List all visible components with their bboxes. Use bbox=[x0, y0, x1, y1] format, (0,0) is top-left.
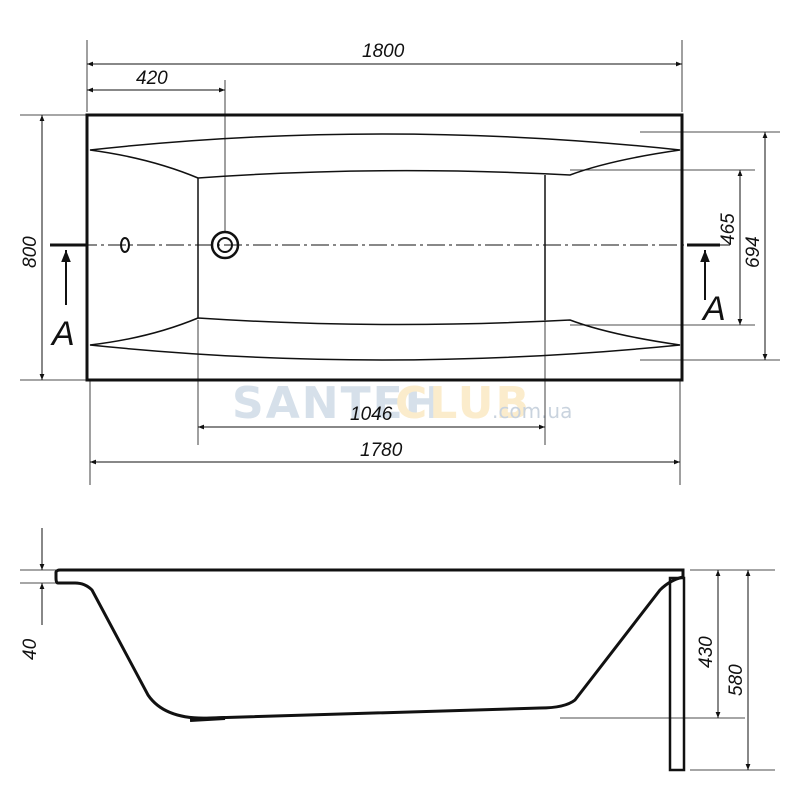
svg-text:694: 694 bbox=[743, 236, 764, 268]
svg-text:1800: 1800 bbox=[362, 41, 405, 62]
svg-text:.com.ua: .com.ua bbox=[492, 399, 572, 423]
overflow-icon bbox=[120, 237, 130, 253]
top-view-labels: 1800 420 800 694 465 1046 1780 A A bbox=[20, 41, 764, 461]
svg-text:580: 580 bbox=[726, 664, 747, 696]
svg-text:CLUB: CLUB bbox=[395, 378, 531, 429]
side-view bbox=[20, 528, 775, 772]
svg-text:40: 40 bbox=[20, 638, 41, 660]
watermark: SANTEH CLUB .com.ua bbox=[232, 378, 572, 429]
svg-text:430: 430 bbox=[696, 636, 717, 668]
lower-rim-contour bbox=[89, 317, 681, 361]
tub-profile bbox=[54, 568, 685, 720]
front-panel bbox=[668, 576, 686, 772]
svg-text:1780: 1780 bbox=[360, 440, 403, 461]
svg-text:420: 420 bbox=[136, 68, 168, 89]
tub-outline bbox=[85, 113, 684, 382]
bottom-contour bbox=[197, 175, 546, 320]
svg-text:A: A bbox=[50, 315, 75, 353]
side-view-labels: 40 430 580 bbox=[20, 636, 747, 696]
upper-rim-contour bbox=[89, 133, 681, 179]
top-view bbox=[20, 40, 780, 485]
svg-text:SANTEH: SANTEH bbox=[232, 378, 443, 429]
svg-text:465: 465 bbox=[718, 213, 739, 245]
svg-text:800: 800 bbox=[20, 236, 41, 268]
svg-text:A: A bbox=[701, 290, 726, 328]
svg-text:1046: 1046 bbox=[350, 404, 393, 425]
